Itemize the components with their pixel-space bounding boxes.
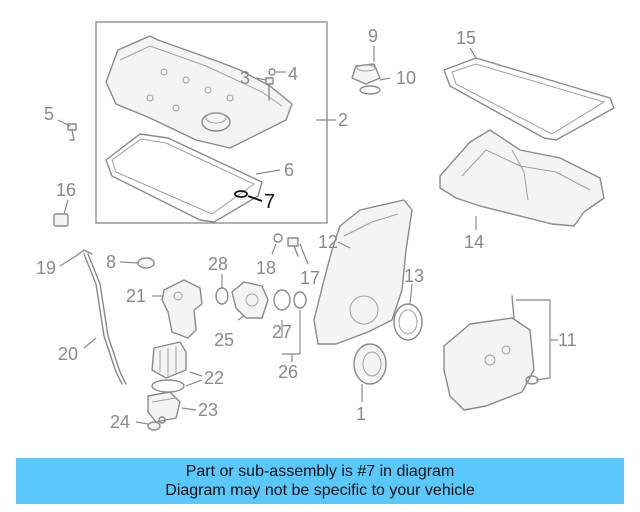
callout-16: 16: [56, 180, 76, 200]
callout-28: 28: [208, 254, 228, 274]
callout-4: 4: [288, 64, 298, 84]
ring-27b: [293, 291, 307, 309]
callout-10: 10: [396, 68, 416, 88]
callout-19: 19: [36, 258, 56, 278]
callout-15: 15: [456, 28, 476, 48]
oil-filter: [151, 341, 187, 379]
oil-filler-cap: [351, 63, 381, 85]
callout-21: 21: [126, 286, 146, 306]
part-7-seal: [234, 190, 263, 202]
fitting-17: [287, 237, 299, 257]
callout-22: 22: [204, 368, 224, 388]
callout-labels: 1 2 3 4 5 6 7 8 9 10 11 12 13 14 15 16 1…: [36, 26, 577, 432]
oil-pan-gasket: [443, 57, 615, 141]
callout-14: 14: [464, 232, 484, 252]
housing-25: [231, 281, 269, 319]
plug-16: [53, 213, 69, 227]
callout-25: 25: [214, 330, 234, 350]
callout-12: 12: [318, 232, 338, 252]
crank-pulley: [353, 343, 387, 385]
ring-28: [215, 287, 229, 305]
info-banner: Part or sub-assembly is #7 in diagram Di…: [16, 458, 624, 504]
dipstick: [75, 249, 127, 385]
callout-24: 24: [110, 412, 130, 432]
oil-pan: [439, 129, 605, 227]
washer-18: [273, 233, 283, 243]
callout-8: 8: [106, 252, 116, 272]
callout-18: 18: [256, 258, 276, 278]
callout-26: 26: [278, 362, 298, 382]
ring-27a: [273, 289, 291, 311]
valve-cover-gasket: [105, 133, 263, 223]
callout-5: 5: [44, 104, 54, 124]
callout-6: 6: [284, 160, 294, 180]
drain-plug: [147, 416, 166, 431]
banner-line-1: Part or sub-assembly is #7 in diagram: [185, 463, 455, 480]
filter-cap: [147, 391, 181, 423]
banner-line-2: Diagram may not be specific to your vehi…: [165, 482, 475, 499]
cap-8: [137, 257, 155, 269]
callout-23: 23: [198, 400, 218, 420]
valve-cover: [105, 35, 293, 149]
filter-ring: [151, 379, 185, 393]
seal-13: [393, 303, 423, 341]
callout-2: 2: [338, 110, 348, 130]
callout-3: 3: [240, 68, 250, 88]
callout-17: 17: [300, 268, 320, 288]
callout-11: 11: [558, 330, 577, 350]
valve-cover-inset-box: [95, 21, 328, 224]
callout-13: 13: [404, 266, 424, 286]
cap-seal: [359, 85, 381, 95]
callout-27: 27: [272, 322, 292, 342]
bolt-3: [265, 77, 274, 101]
oil-filter-housing: [161, 279, 203, 339]
bolt-4: [268, 68, 286, 76]
callout-1: 1: [356, 404, 366, 424]
bolt-5: [67, 123, 77, 141]
timing-cover: [313, 199, 413, 345]
callout-20: 20: [58, 344, 78, 364]
callout-7: 7: [264, 191, 275, 213]
leader-lines: [57, 46, 558, 425]
parts-diagram: 1 2 3 4 5 6 7 8 9 10 11 12 13 14 15 16 1…: [36, 21, 615, 432]
callout-9: 9: [368, 26, 378, 46]
oil-cooler: [443, 295, 539, 411]
